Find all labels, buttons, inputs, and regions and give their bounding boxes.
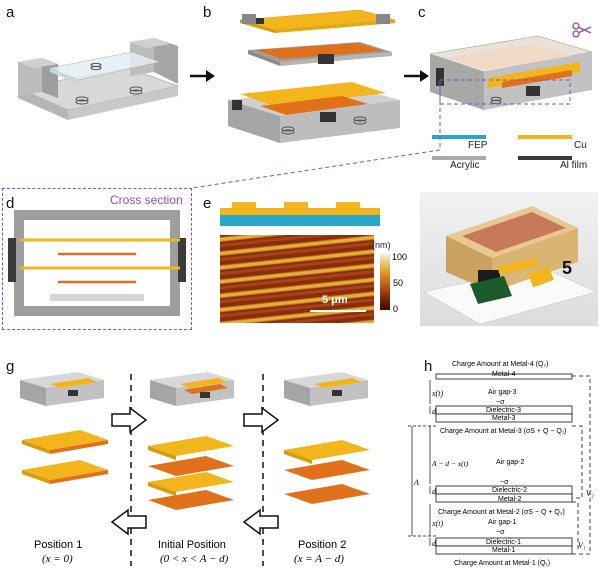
arrow-a-to-b-icon (190, 70, 215, 82)
plates-position-2 (284, 440, 370, 504)
afm-image (220, 235, 374, 323)
a-minus-d-label: A − d − x(t) (432, 459, 469, 468)
legend-cu-swatch (518, 135, 572, 139)
afm-colorbar-tick-mid: 50 (393, 278, 404, 288)
v1-label: V₁ (578, 541, 586, 550)
position-1-condition: (x = 0) (42, 553, 73, 565)
a-label: A (414, 478, 419, 487)
position-2-condition: (x = A − d) (294, 553, 344, 565)
panel-label-c: c (418, 4, 426, 21)
metal-3-label: Metal-3 (492, 415, 516, 422)
xt-top-label: x(t) (432, 389, 444, 398)
exploded-layers-illustration (228, 9, 400, 143)
air-gap-3-label: Air gap-3 (488, 389, 517, 396)
dielectric-1-label: Dielectric-1 (486, 539, 522, 546)
panel-label-e: e (203, 195, 212, 212)
charge-metal-2: Charge Amount at Metal-2 (σS − Q + Q₂) (438, 509, 565, 516)
afm-colorbar-tick-min: 0 (393, 304, 399, 314)
afm-colorbar (380, 254, 390, 310)
afm-colorbar-unit: (nm) (372, 240, 391, 250)
d-mid-label: d (432, 487, 436, 496)
legend-fep-label: FEP (468, 140, 488, 151)
xt-bot-label: x(t) (432, 519, 444, 528)
metal-2-label: Metal-2 (498, 496, 522, 503)
device-photo-number: 5 (562, 258, 573, 278)
cross-section-title: Cross section (110, 193, 183, 207)
device-thumbnail-3 (284, 372, 368, 406)
dielectric-2-label: Dielectric-2 (492, 487, 528, 494)
afm-colorbar-tick-max: 100 (392, 252, 408, 262)
panel-label-g: g (6, 358, 15, 375)
legend-acrylic-swatch (432, 156, 486, 160)
position-1-title: Position 1 (34, 539, 83, 551)
v2-label: V₂ (586, 489, 594, 498)
sigma-mid-label: −σ (500, 479, 509, 486)
air-gap-2-label: Air gap-2 (496, 459, 525, 466)
metal-1-label: Metal-1 (492, 547, 516, 554)
initial-position-title: Initial Position (158, 539, 226, 551)
device-photo-drawing (423, 206, 597, 325)
afm-scale-bar-label: 5 μm (322, 294, 348, 306)
cross-section-panel (2, 188, 192, 330)
scissors-icon (572, 22, 592, 38)
charge-metal-1: Charge Amount at Metal-1 (Q₁) (454, 560, 551, 567)
arrow-left-icon-1 (110, 508, 147, 536)
device-photo: 5 (420, 192, 598, 326)
cross-section-drawing (8, 210, 186, 316)
air-gap-1-label: Air gap-1 (488, 519, 517, 526)
surface-structure-schematic (220, 202, 380, 226)
legend-al-film-swatch (518, 156, 572, 160)
charge-metal-4: Charge Amount at Metal-4 (Q₂) (452, 361, 549, 368)
device-thumbnail-2 (150, 372, 234, 406)
assembled-device-illustration (429, 35, 593, 110)
arrow-right-icon-2 (243, 406, 280, 434)
legend-al-film-label: Al film (560, 160, 588, 171)
plates-initial-position (148, 436, 234, 510)
sigma-bot-label: −σ (496, 529, 505, 536)
cross-section-connector (191, 79, 571, 189)
d-top-label: d (432, 407, 436, 416)
legend-cu-label: Cu (574, 140, 587, 151)
positions-diagram (20, 372, 370, 566)
panel-label-a: a (6, 4, 15, 21)
metal-4-label: Metal-4 (492, 371, 516, 378)
initial-position-condition: (0 < x < A − d) (160, 553, 229, 565)
legend-acrylic-label: Acrylic (450, 160, 480, 171)
arrow-left-icon-2 (242, 508, 279, 536)
legend-fep-swatch (432, 135, 486, 139)
sigma-top-label: −σ (496, 399, 505, 406)
d-bot-label: d (432, 539, 436, 548)
panel-label-b: b (203, 4, 212, 21)
device-base-illustration (16, 38, 180, 120)
arrow-b-to-c-icon (404, 70, 429, 82)
electrical-model-diagram (408, 373, 591, 555)
plates-position-1 (22, 430, 108, 484)
charge-metal-3: Charge Amount at Metal-3 (σS + Q − Q₁) (440, 428, 567, 435)
dielectric-3-label: Dielectric-3 (486, 407, 522, 414)
arrow-right-icon-1 (111, 406, 148, 434)
device-thumbnail-1 (20, 372, 104, 406)
panel-label-d: d (6, 195, 15, 212)
position-2-title: Position 2 (298, 539, 347, 551)
panel-label-h: h (424, 358, 433, 375)
